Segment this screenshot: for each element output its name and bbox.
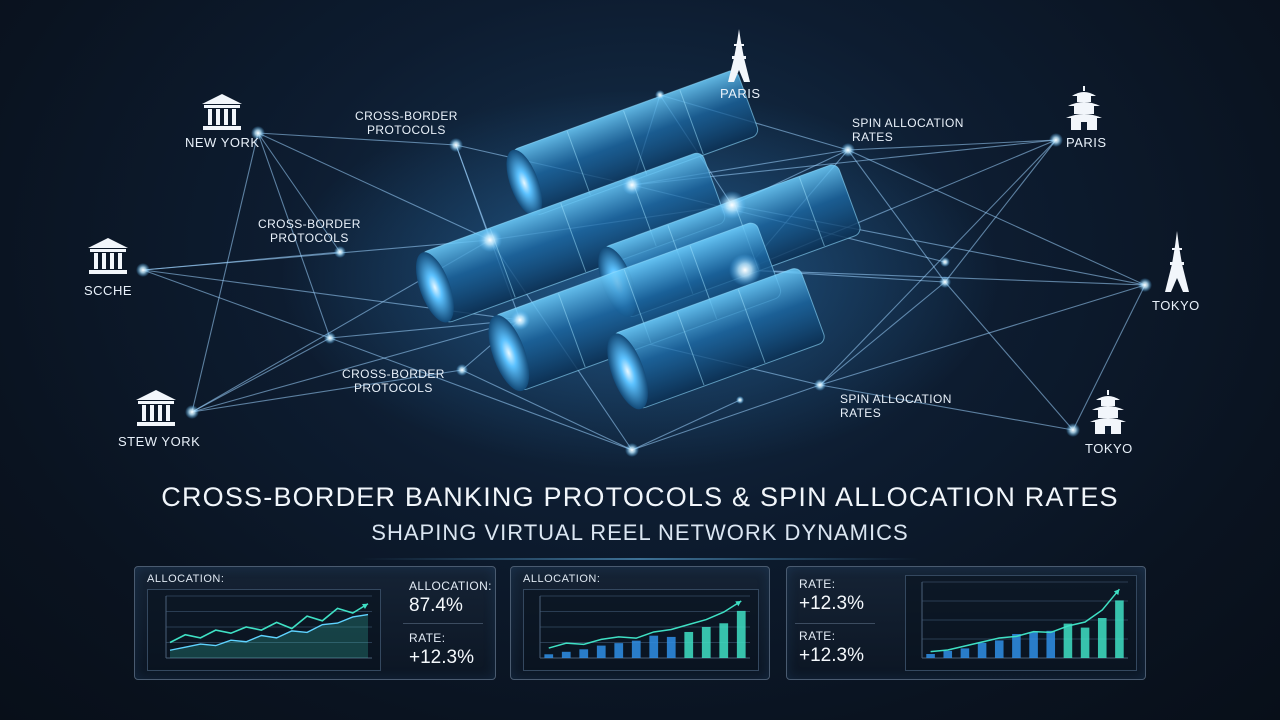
spin-label-1: SPIN ALLOCATION RATES [852,116,964,144]
bar [614,643,624,658]
bar [960,648,970,658]
stats-panel-2: ALLOCATION: [510,566,770,680]
trend-arrowhead [1113,589,1120,596]
bar [544,654,554,658]
stat-label: RATE: [409,631,446,645]
chart-1 [147,589,381,671]
bar [736,610,746,658]
protocol-label-line: CROSS-BORDER [258,217,361,231]
bar [631,640,641,658]
network-diagram [136,70,1152,470]
city-label-stew-york: STEW YORK [118,434,201,449]
bar [1046,630,1056,658]
pagoda-icon [1090,390,1126,434]
bar [719,623,729,658]
panel-title: ALLOCATION: [523,573,601,585]
divider-glow [360,558,920,560]
bar [1012,634,1021,658]
page-subtitle: SHAPING VIRTUAL REEL NETWORK DYNAMICS [371,520,909,545]
protocol-label-line: CROSS-BORDER [342,367,445,381]
chart-3 [905,575,1137,671]
stats-panel-1: ALLOCATION: ALLOCATION: 87.4% RATE: +12.… [134,566,496,680]
protocol-label-line: PROTOCOLS [367,123,446,137]
bar [666,636,676,658]
spin-label-line: SPIN ALLOCATION [840,392,952,406]
bar [1080,627,1090,658]
bar [1029,632,1038,658]
bar [1097,618,1107,658]
protocol-label-3: CROSS-BORDER PROTOCOLS [342,367,445,395]
bar [943,650,953,658]
trend-line [548,600,742,649]
spin-label-line: SPIN ALLOCATION [852,116,964,130]
protocol-label-line: PROTOCOLS [270,231,349,245]
chart-2 [523,589,759,671]
spin-label-2: SPIN ALLOCATION RATES [840,392,952,420]
city-label-tokyo-right: TOKYO [1152,298,1200,313]
reel-cylinders [415,70,861,410]
bank-icon [202,94,242,130]
bar [649,635,659,658]
bar [596,645,606,658]
protocol-label-line: CROSS-BORDER [355,109,458,123]
bar [926,654,935,658]
bar [561,651,571,658]
stat-label: RATE: [799,629,836,643]
city-label-paris-center: PARIS [720,86,761,101]
trend-line [930,588,1120,653]
network-nodes [136,90,1152,457]
bar [579,649,589,658]
stat-label: RATE: [799,577,836,591]
stat-divider [795,623,875,624]
stat-label: ALLOCATION: [409,579,492,593]
bar [701,627,711,658]
spin-label-line: RATES [840,406,882,420]
area-fill [170,614,368,658]
eiffel-tower-icon [728,29,750,82]
pagoda-icon [1066,86,1102,130]
protocol-label-line: PROTOCOLS [354,381,433,395]
page-title: CROSS-BORDER BANKING PROTOCOLS & SPIN AL… [161,482,1119,512]
bar-chart [921,581,1128,659]
series-line-2 [169,613,369,651]
bar-chart [539,595,750,659]
bar [1115,600,1124,658]
protocol-label-2: CROSS-BORDER PROTOCOLS [258,217,361,245]
bar [1063,623,1073,658]
trend-arrowhead [362,603,368,609]
eiffel-tower-icon [1165,231,1189,292]
area-chart [165,595,372,659]
bar [994,640,1004,658]
bar [977,642,987,658]
stat-value: +12.3% [799,645,864,666]
city-label-paris-right: PARIS [1066,135,1107,150]
protocol-label-1: CROSS-BORDER PROTOCOLS [355,109,458,137]
spin-label-line: RATES [852,130,894,144]
stat-value: +12.3% [799,593,864,614]
stat-value: 87.4% [409,595,463,616]
bank-icon [136,390,176,426]
city-label-tokyo-bottom: TOKYO [1085,441,1133,456]
series-line-1 [169,603,369,644]
city-label-scche: SCCHE [84,283,133,298]
bar [684,631,694,658]
stats-panel-3: RATE: +12.3% RATE: +12.3% [786,566,1146,680]
city-label-new-york: NEW YORK [185,135,260,150]
panel-title: ALLOCATION: [147,573,225,585]
bank-icon [88,238,128,274]
stat-divider [403,623,483,624]
stat-value: +12.3% [409,647,474,668]
trend-arrowhead [735,600,742,607]
